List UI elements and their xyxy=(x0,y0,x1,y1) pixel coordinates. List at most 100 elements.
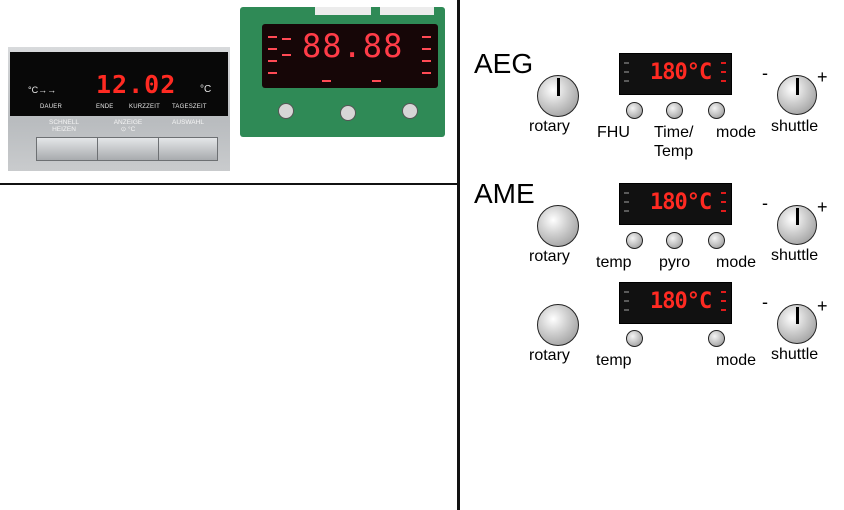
display-panel: 180°C xyxy=(619,53,732,95)
rotary-label: rotary xyxy=(529,347,570,364)
display-bar xyxy=(624,309,629,311)
pcb-segment xyxy=(322,80,331,82)
button-mode[interactable] xyxy=(708,330,725,347)
knob-indicator xyxy=(795,307,799,325)
button-temp-label: temp xyxy=(596,352,632,369)
shuttle-plus-sign: + xyxy=(817,197,828,217)
display-temperature: 180°C xyxy=(650,190,712,215)
brand-ame: AME xyxy=(474,178,535,209)
shuttle-minus-sign: - xyxy=(762,193,768,213)
pcb-segment xyxy=(422,48,431,50)
horizontal-divider xyxy=(0,183,457,185)
rotary-label: rotary xyxy=(529,248,570,265)
rotary-knob[interactable] xyxy=(537,304,579,346)
pcb-segment xyxy=(282,38,291,40)
shuttle-knob[interactable] xyxy=(777,304,817,344)
panel-button-2 xyxy=(97,137,159,161)
button-mode-label: mode xyxy=(716,254,757,271)
display-bar xyxy=(624,201,629,203)
pcb-potentiometer xyxy=(340,105,356,121)
button-label-anzeige: ANZEIGE ⊙ °C xyxy=(113,119,143,133)
display-bar xyxy=(721,62,726,64)
rotary-knob[interactable] xyxy=(537,75,579,117)
display-bar xyxy=(721,71,726,73)
button-mode-label: mode xyxy=(716,124,757,141)
knob-indicator xyxy=(556,78,560,97)
rotary-knob[interactable] xyxy=(537,205,579,247)
pcb-segment xyxy=(268,60,277,62)
symbol-left: °C→→ xyxy=(28,85,57,95)
pcb-segment xyxy=(372,80,381,82)
shuttle-knob[interactable] xyxy=(777,205,817,245)
pcb-potentiometer xyxy=(402,103,418,119)
button-fhu[interactable] xyxy=(626,102,643,119)
display-bar xyxy=(721,291,726,293)
shuttle-minus-sign: - xyxy=(762,63,768,83)
panel-button-1 xyxy=(36,137,98,161)
display-temperature: 180°C xyxy=(650,289,712,314)
pin-header-left xyxy=(315,7,371,15)
button-temp[interactable] xyxy=(626,330,643,347)
shuttle-minus-sign: - xyxy=(762,292,768,312)
knob-indicator xyxy=(795,208,799,226)
shuttle-label: shuttle xyxy=(771,346,819,363)
oven-panel-photo: °C→→ 12.02 °C DAUER ENDE KURZZEIT TAGESZ… xyxy=(8,47,230,171)
display-bar xyxy=(721,80,726,82)
display-bar xyxy=(721,201,726,203)
display-bar xyxy=(721,210,726,212)
pcb-display xyxy=(262,24,438,88)
display-bar xyxy=(721,192,726,194)
button-time-temp-label: Time/ Temp xyxy=(654,124,694,160)
pcb-display-digits: 88.88 xyxy=(302,27,404,65)
display-temperature: 180°C xyxy=(650,60,712,85)
panel-glass: °C→→ 12.02 °C xyxy=(10,52,228,116)
pcb-segment xyxy=(268,36,277,38)
pcb-segment xyxy=(268,48,277,50)
shuttle-label: shuttle xyxy=(771,118,819,135)
shuttle-knob[interactable] xyxy=(777,75,817,115)
panel-display-digits: 12.02 xyxy=(96,70,177,99)
pcb-segment xyxy=(422,72,431,74)
pin-header-right xyxy=(380,7,434,15)
display-bar xyxy=(624,71,629,73)
pcb-potentiometer xyxy=(278,103,294,119)
symbol-right: °C xyxy=(200,84,212,95)
panel-label-tageszeit: TAGESZEIT xyxy=(172,104,207,110)
vertical-divider xyxy=(457,0,460,510)
circuit-board-photo: 88.88 xyxy=(240,7,445,137)
shuttle-label: shuttle xyxy=(771,247,819,264)
button-pyro[interactable] xyxy=(666,232,683,249)
display-bar xyxy=(624,62,629,64)
display-bar xyxy=(624,210,629,212)
knob-indicator xyxy=(795,78,799,96)
button-fhu-label: FHU xyxy=(597,124,630,141)
pcb-segment xyxy=(282,54,291,56)
display-bar xyxy=(721,300,726,302)
button-label-auswahl: AUSWAHL xyxy=(172,119,204,126)
panel-label-kurzzeit: KURZZEIT xyxy=(129,104,160,110)
button-pyro-label: pyro xyxy=(659,254,691,271)
pcb-segment xyxy=(422,36,431,38)
display-bar xyxy=(624,80,629,82)
button-temp-label: temp xyxy=(596,254,632,271)
button-label-schnellheizen: SCHNELL HEIZEN xyxy=(49,119,79,133)
brand-aeg: AEG xyxy=(474,48,534,79)
panel-label-dauer: DAUER xyxy=(40,104,63,110)
display-bar xyxy=(624,291,629,293)
button-mode[interactable] xyxy=(708,232,725,249)
button-time-temp[interactable] xyxy=(666,102,683,119)
panel-label-ende: ENDE xyxy=(96,104,114,110)
pcb-segment xyxy=(268,72,277,74)
rotary-label: rotary xyxy=(529,118,570,135)
display-bar xyxy=(624,300,629,302)
display-bar xyxy=(721,309,726,311)
panel-button-3 xyxy=(158,137,218,161)
display-panel: 180°C xyxy=(619,183,732,225)
button-mode[interactable] xyxy=(708,102,725,119)
button-mode-label: mode xyxy=(716,352,757,369)
shuttle-plus-sign: + xyxy=(817,67,828,87)
button-temp[interactable] xyxy=(626,232,643,249)
display-bar xyxy=(624,192,629,194)
shuttle-plus-sign: + xyxy=(817,296,828,316)
display-panel: 180°C xyxy=(619,282,732,324)
